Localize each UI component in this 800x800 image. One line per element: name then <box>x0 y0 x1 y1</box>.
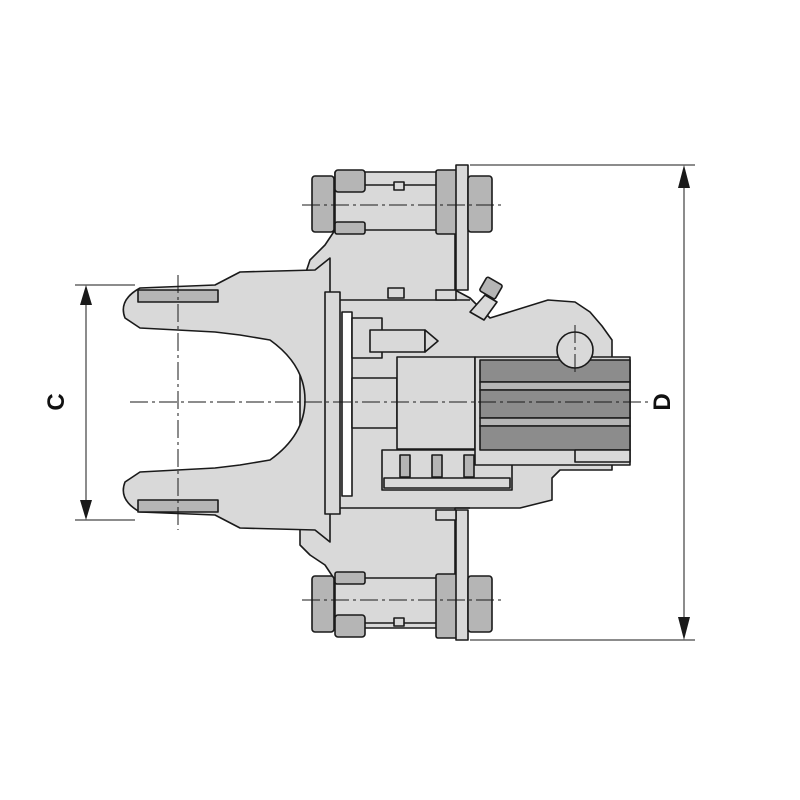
bolt-head-bottom-left <box>311 575 335 633</box>
bolt-nut-bottom-right <box>467 575 493 633</box>
hub-block <box>396 356 476 450</box>
grease-nipple <box>469 276 503 321</box>
bolt-head-top-left <box>311 175 335 233</box>
splined-bore <box>474 356 631 466</box>
dimension-d-label: D <box>649 393 676 410</box>
detent-pin <box>369 329 426 353</box>
dimension-c: C <box>43 284 135 521</box>
bolt-nut-top-right <box>467 175 493 233</box>
top-bolt-assembly <box>311 164 493 291</box>
yoke-fork <box>122 257 331 543</box>
dimension-d: D <box>470 164 695 641</box>
centerlines <box>130 204 650 601</box>
inner-mechanism <box>324 287 513 521</box>
dimension-c-label: C <box>43 393 70 410</box>
